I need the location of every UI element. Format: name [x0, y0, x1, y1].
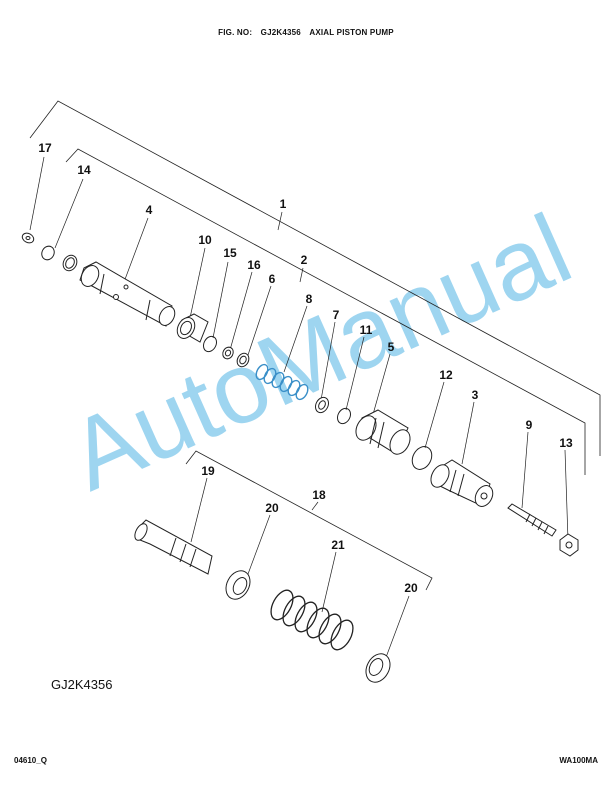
- part-14-snap-ring: [41, 245, 55, 261]
- fig-title: AXIAL PISTON PUMP: [309, 28, 394, 37]
- part-19-plunger: [134, 519, 213, 575]
- assembly-brackets: [29, 100, 601, 591]
- callout-labels: 17 14 4 1 2 10 15 16 6 8 7 11 5 12 3 9 1…: [38, 141, 573, 595]
- callout-9: 9: [526, 418, 533, 432]
- part-o-ring: [62, 254, 78, 272]
- bracket-2: [65, 148, 586, 475]
- part-3-valve-body: [430, 459, 494, 507]
- callout-15: 15: [223, 246, 237, 260]
- footer-left-code: 04610_Q: [14, 756, 47, 765]
- part-7-washer: [315, 396, 329, 414]
- parts: [21, 232, 579, 683]
- part-12-o-ring: [411, 446, 433, 470]
- part-17-washer: [21, 232, 35, 244]
- callout-11: 11: [360, 323, 373, 337]
- part-8-spring: [255, 363, 309, 401]
- callout-17: 17: [38, 141, 52, 155]
- callout-2: 2: [301, 253, 308, 267]
- callout-13: 13: [559, 436, 573, 450]
- part-20-spring-seat-lower: [365, 653, 391, 683]
- figure-id: GJ2K4356: [51, 677, 113, 692]
- part-10-bushing: [176, 313, 209, 343]
- callout-3: 3: [472, 388, 479, 402]
- fig-number: GJ2K4356: [260, 28, 301, 37]
- part-21-spring: [270, 589, 354, 651]
- part-6-ring: [236, 352, 250, 368]
- part-11-snap-ring: [337, 407, 351, 425]
- bracket-18: [185, 450, 433, 591]
- callout-19: 19: [201, 464, 215, 478]
- callout-20-lower: 20: [404, 581, 418, 595]
- part-20-spring-seat-upper: [225, 570, 251, 600]
- callout-12: 12: [439, 368, 453, 382]
- part-13-nut: [559, 533, 579, 557]
- callout-5: 5: [388, 340, 395, 354]
- callout-7: 7: [333, 308, 340, 322]
- callout-20-upper: 20: [265, 501, 279, 515]
- callout-18: 18: [312, 488, 326, 502]
- callout-21: 21: [331, 538, 345, 552]
- callout-14: 14: [77, 163, 91, 177]
- callout-4: 4: [146, 203, 153, 217]
- bracket-1: [29, 100, 601, 456]
- callout-1: 1: [280, 197, 287, 211]
- part-9-threaded-rod: [507, 503, 557, 537]
- watermark-text: AutoManual: [53, 193, 586, 512]
- callout-10: 10: [198, 233, 212, 247]
- part-16-collar: [222, 346, 234, 360]
- callout-6: 6: [269, 272, 276, 286]
- callout-16: 16: [247, 258, 261, 272]
- callout-8: 8: [306, 292, 313, 306]
- part-4-piston-sleeve: [79, 261, 176, 327]
- leader-lines: [29, 156, 569, 661]
- footer-right-code: WA100MA: [559, 756, 598, 765]
- part-15-ring: [203, 335, 217, 353]
- fig-label: FIG. NO:: [218, 28, 253, 37]
- part-5-cylinder-sleeve: [355, 409, 411, 455]
- figure-header: FIG. NO: GJ2K4356 AXIAL PISTON PUMP: [0, 28, 612, 37]
